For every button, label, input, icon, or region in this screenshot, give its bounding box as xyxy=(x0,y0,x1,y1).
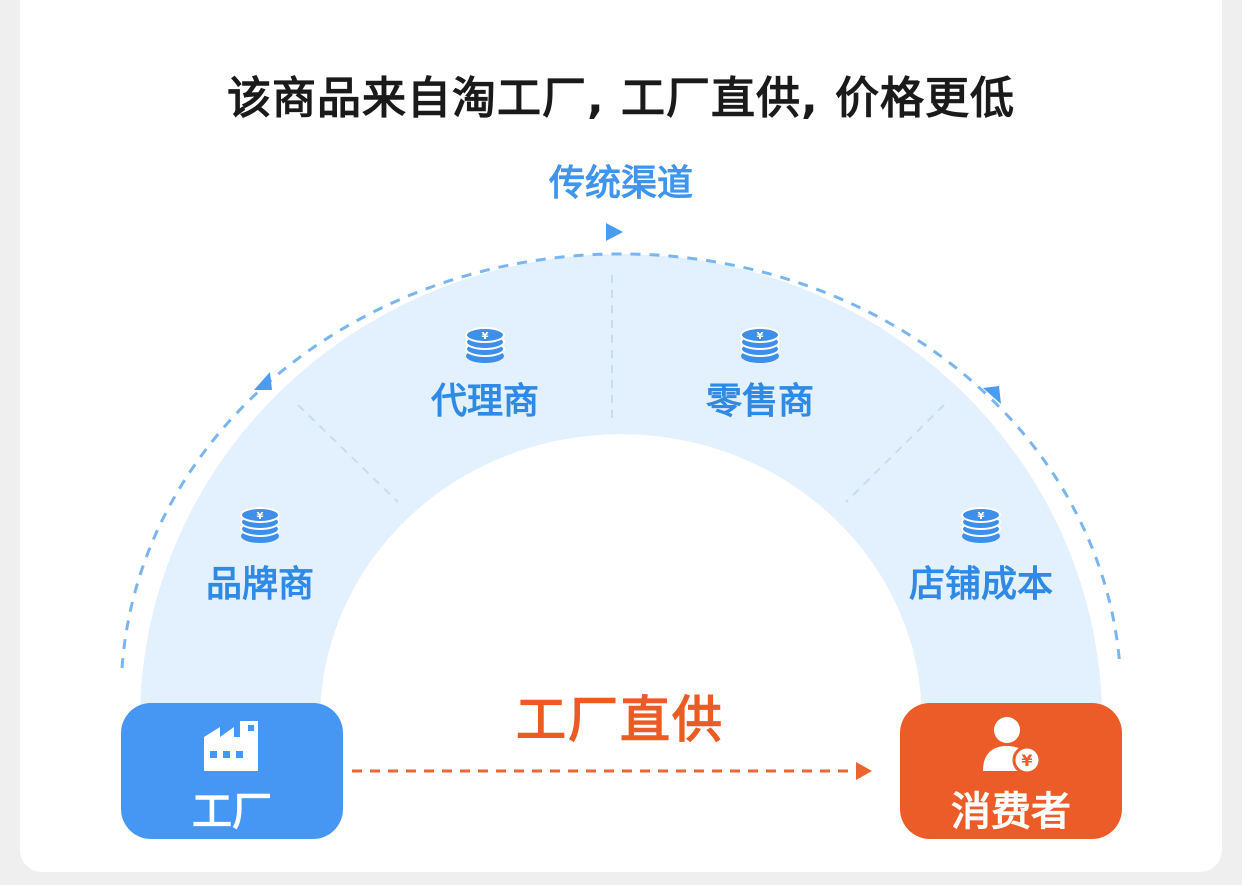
factory-label: 工厂 xyxy=(192,789,272,835)
page-title: 该商品来自淘工厂, 工厂直供, 价格更低 xyxy=(226,73,1016,124)
svg-text:¥: ¥ xyxy=(978,511,985,522)
arc-arrow-right xyxy=(983,386,1001,404)
factory-node: 工厂 xyxy=(121,703,343,839)
segment-dividers xyxy=(297,275,945,503)
coin-stack-icon: ¥ xyxy=(240,507,280,543)
channel-band xyxy=(140,254,1102,720)
step-agent: 代理商 xyxy=(430,381,539,422)
step-store-cost: 店铺成本 xyxy=(908,564,1053,605)
svg-text:¥: ¥ xyxy=(1021,751,1032,770)
traditional-channel-arc xyxy=(120,252,1122,669)
coin-stack-icon: ¥ xyxy=(740,327,780,363)
step-brand: 品牌商 xyxy=(205,564,314,605)
consumer-label: 消费者 xyxy=(951,789,1071,835)
svg-text:¥: ¥ xyxy=(757,331,764,342)
factory-icon xyxy=(204,721,258,771)
svg-text:¥: ¥ xyxy=(482,331,489,342)
step-retailer: 零售商 xyxy=(705,381,814,422)
direct-supply-label: 工厂直供 xyxy=(516,691,724,749)
direct-arrow-head xyxy=(856,762,872,780)
arc-arrow-left xyxy=(254,372,272,390)
coin-stack-icon: ¥ xyxy=(465,327,505,363)
consumer-node: ¥ 消费者 xyxy=(900,703,1122,839)
svg-text:¥: ¥ xyxy=(257,511,264,522)
coin-stack-icon: ¥ xyxy=(961,507,1001,543)
arc-arrow-top xyxy=(606,223,623,241)
traditional-channel-label: 传统渠道 xyxy=(548,163,693,204)
user-yuan-icon: ¥ xyxy=(983,717,1041,775)
